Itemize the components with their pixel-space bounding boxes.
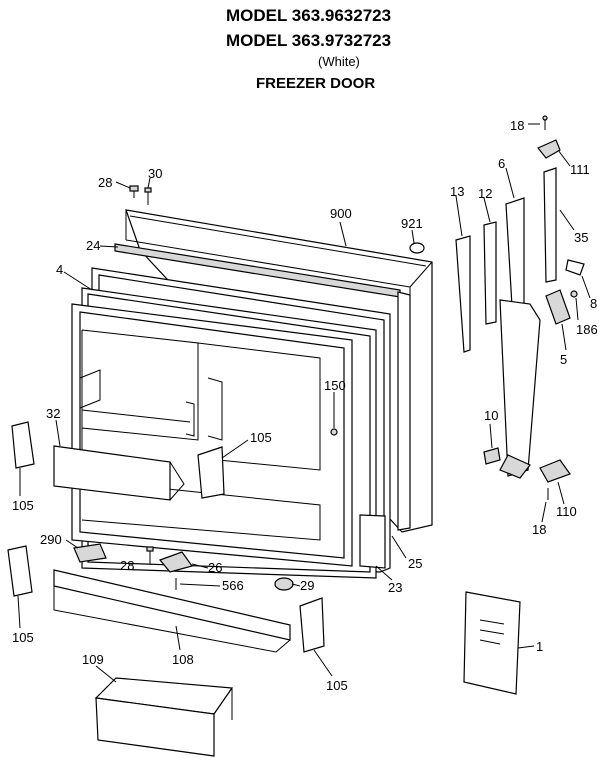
shelf-retainer-105-left-upper: [11, 421, 35, 469]
color-variant: (White): [318, 54, 360, 69]
part-labels: 18 111 6 13 12 35 8 186 5 10 110 18 1 90…: [12, 118, 598, 693]
door-stop-13: [455, 235, 471, 353]
shelf-retainer-105-left-lower: [7, 545, 33, 597]
label-109: 109: [82, 652, 104, 667]
hinge-plate-6: [499, 299, 541, 477]
screw-186: [570, 290, 578, 298]
plate-26: [158, 551, 193, 573]
label-108: 108: [172, 652, 194, 667]
label-29: 29: [300, 578, 314, 593]
section-title: FREEZER DOOR: [256, 75, 376, 92]
label-921: 921: [401, 216, 423, 231]
label-186: 186: [576, 322, 598, 337]
label-6: 6: [498, 156, 505, 171]
hinge-foot: [499, 454, 531, 479]
label-105-center: 105: [250, 430, 272, 445]
nut-29: [274, 577, 294, 591]
label-10: 10: [484, 408, 498, 423]
shelf-retainer-105-center: [197, 446, 225, 499]
hinge-bar-6: [505, 197, 525, 307]
label-28-top: 28: [98, 175, 112, 190]
shelf-retainer-105-bottom: [299, 597, 325, 653]
hinge-cap-110: [539, 459, 571, 483]
label-4: 4: [56, 262, 63, 277]
block-290: [73, 543, 107, 563]
door-shelf-32-end: [169, 461, 185, 501]
hinge-cap-111: [537, 139, 561, 159]
label-1: 1: [536, 639, 543, 654]
model-number-1: MODEL 363.9632723: [226, 6, 392, 25]
spacer-10: [483, 447, 501, 465]
label-105-bottom: 105: [326, 678, 348, 693]
label-28-bottom: 28: [120, 558, 134, 573]
screw-18-top: [542, 115, 548, 130]
handle-base-5: [545, 289, 571, 325]
label-5: 5: [560, 352, 567, 367]
screw-30: [144, 187, 152, 205]
instruction-manual-1: [463, 591, 521, 695]
label-24: 24: [86, 238, 100, 253]
cap-8: [565, 259, 585, 276]
label-566: 566: [222, 578, 244, 593]
plug-button: [409, 242, 425, 254]
label-12: 12: [478, 186, 492, 201]
label-26: 26: [208, 560, 222, 575]
leader-lines: [17, 123, 591, 683]
label-105-left-lower: 105: [12, 630, 34, 645]
label-105-left-upper: 105: [12, 498, 34, 513]
screw-28-bottom: [146, 546, 154, 564]
door-liner: [71, 287, 377, 579]
label-110: 110: [556, 504, 577, 519]
label-111: 111: [570, 162, 590, 177]
label-290: 290: [40, 532, 62, 547]
handle-35: [543, 167, 557, 283]
label-150: 150: [324, 378, 346, 393]
label-30: 30: [148, 166, 162, 181]
side-trim-strip: [397, 291, 411, 531]
label-13: 13: [450, 184, 464, 199]
screw-28-top: [129, 185, 139, 198]
door-shelf-108: [53, 569, 291, 641]
label-8: 8: [590, 296, 597, 311]
door-shelf-108-face: [53, 586, 291, 653]
label-900: 900: [330, 206, 352, 221]
clip-150: [330, 428, 338, 436]
model-number-2: MODEL 363.9732723: [226, 31, 392, 50]
bracket-12: [483, 221, 497, 325]
door-bin-109: [94, 677, 234, 757]
bottom-corner-block: [359, 514, 386, 569]
label-23: 23: [388, 580, 402, 595]
label-32: 32: [46, 406, 60, 421]
label-25: 25: [408, 556, 422, 571]
label-18-top: 18: [510, 118, 524, 133]
label-35: 35: [574, 230, 588, 245]
label-18-bottom: 18: [532, 522, 546, 537]
